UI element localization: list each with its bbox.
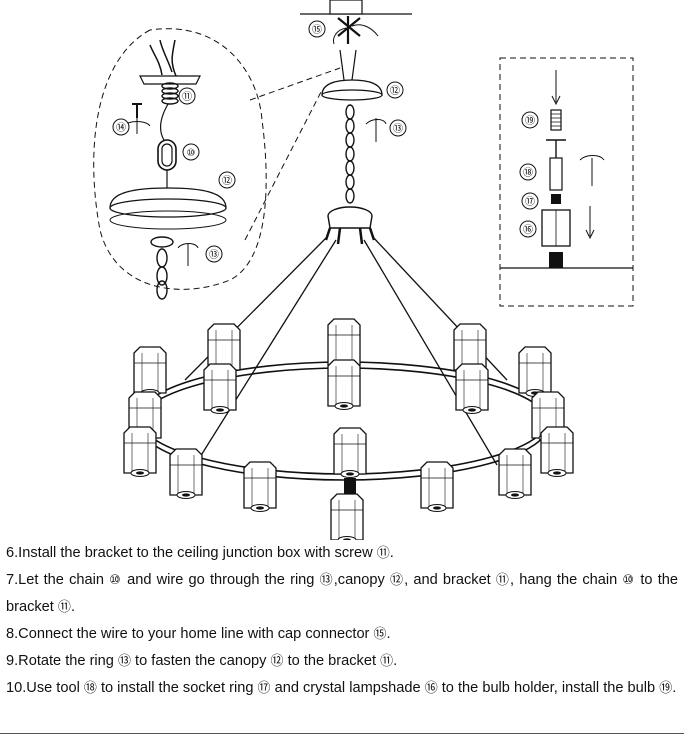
screw-number: ⑭ [116,122,126,134]
step-7-text-e: , hang the chain [510,572,623,588]
canopy [321,49,383,101]
chain [345,104,355,204]
step-7-text-b: and wire go through the ring [121,572,320,588]
ceiling-junction-box [300,0,412,45]
tool-number: ⑱ [523,167,533,179]
socket-assembly-detail [330,427,367,540]
magnified-detail: ⑭ ⑪ ⑩ ⑫ ⑬ [93,28,341,300]
step-10-end: . [672,680,677,696]
canopy-callout: ⑫ [386,81,404,99]
step-9-text-c: to the bracket [283,653,381,669]
bulb-number: ⑲ [525,115,535,127]
ring-number: ⑬ [393,123,403,135]
chandelier-hub [324,206,376,245]
step-9-text-a: 9.Rotate the ring [6,653,118,669]
step-6-ref-bracket: ⑪ [376,546,390,561]
step-7-ref-chain: ⑩ [109,573,122,588]
step-9-ref-ring: ⑬ [117,654,131,669]
bracket-number: ⑪ [182,91,192,103]
canopy-number: ⑫ [390,85,400,97]
step-10-text-b: to install the socket ring [96,680,258,696]
step-9-ref-bracket: ⑪ [380,654,394,669]
chain-number: ⑩ [187,148,196,159]
canopy-detail-number: ⑫ [222,175,232,187]
step-9-ref-canopy: ⑫ [270,654,284,669]
cap-connector-number: ⑮ [312,24,322,36]
socket-ring-number: ⑰ [525,196,535,208]
step-7-text-d: , and bracket [404,572,496,588]
bulb-assembly-detail: ⑲ ⑱ ⑰ ⑯ [499,57,634,307]
step-7-end: . [70,599,75,615]
step-9-text-b: to fasten the canopy [130,653,271,669]
step-10-ref-socket-ring: ⑰ [257,681,271,696]
installation-instructions: 6.Install the bracket to the ceiling jun… [6,540,678,702]
step-7-text-a: 7.Let the chain [6,572,110,588]
step-10-text-d: to the bulb holder, install the bulb [437,680,660,696]
ring-detail-number: ⑬ [209,249,219,261]
step-8-text: 8.Connect the wire to your home line wit… [6,626,374,642]
step-7-ref-canopy: ⑫ [390,573,405,588]
step-7-text-c: ,canopy [333,572,391,588]
step-9-end: . [393,653,398,669]
step-6-text: 6.Install the bracket to the ceiling jun… [6,545,377,561]
step-6-end: . [389,545,394,561]
step-10-text-a: 10.Use tool [6,680,84,696]
step-10-text-c: and crystal lampshade [270,680,425,696]
step-7-ref-chain-2: ⑩ [622,573,636,588]
bottom-border [0,733,684,734]
step-8-ref-cap-connector: ⑮ [373,627,387,642]
cap-connector-callout: ⑮ [308,20,326,38]
chandelier-installation-diagram: ⑮ ⑫ ⑬ [93,0,634,540]
step-7-text-f: to the bracket [6,572,679,615]
suspension-rods [184,235,508,466]
instruction-step-8: 8.Connect the wire to your home line wit… [6,621,678,648]
lampshade-number: ⑯ [523,224,533,236]
instruction-step-7: 7.Let the chain ⑩ and wire go through th… [6,567,678,621]
step-7-ref-ring: ⑬ [319,573,334,588]
step-10-ref-bulb: ⑲ [659,681,673,696]
ring-rotate-arrow: ⑬ [365,118,407,142]
step-10-ref-lampshade: ⑯ [424,681,438,696]
step-7-ref-bracket: ⑪ [495,573,511,588]
instruction-step-9: 9.Rotate the ring ⑬ to fasten the canopy… [6,648,678,675]
step-7-ref-bracket-2: ⑪ [57,600,71,615]
step-8-end: . [386,626,391,642]
instruction-step-10: 10.Use tool ⑱ to install the socket ring… [6,675,678,702]
step-10-ref-tool: ⑱ [83,681,97,696]
instruction-step-6: 6.Install the bracket to the ceiling jun… [6,540,678,567]
